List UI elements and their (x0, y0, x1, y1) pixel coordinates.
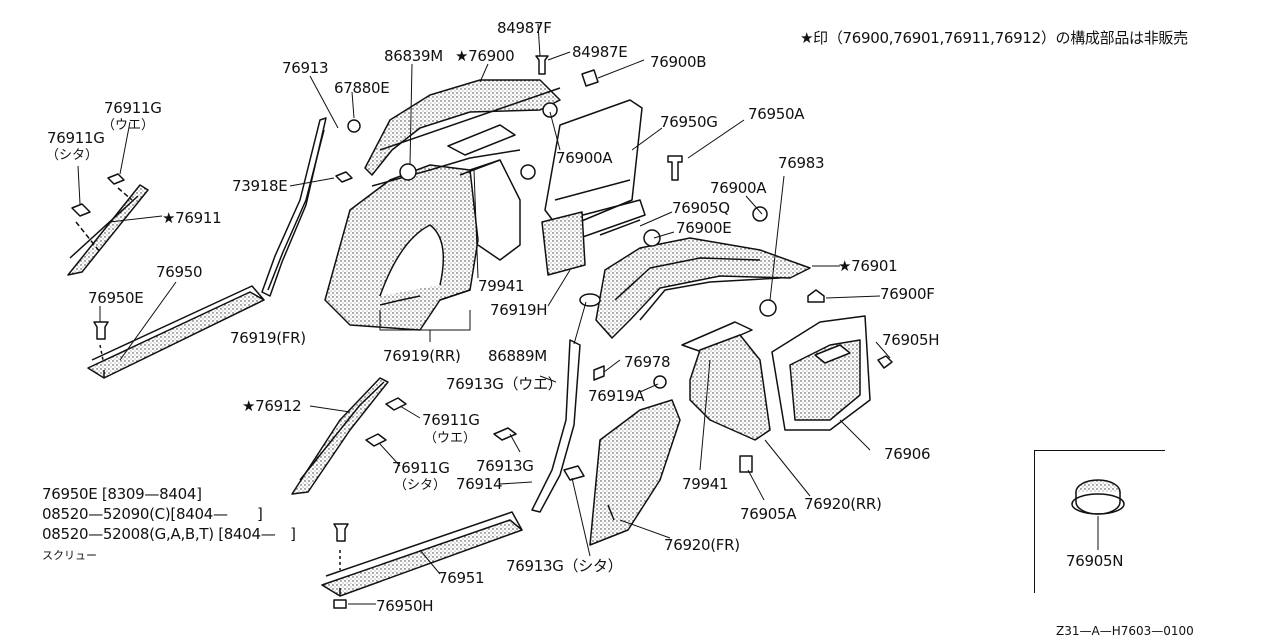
leader-lines (77, 23, 1099, 605)
panel-76919h (541, 211, 586, 276)
clip-67880e (347, 119, 361, 133)
clip-76919a (653, 375, 667, 389)
note-line-2: 08520—52090(C)[8404— ] (42, 505, 263, 523)
label-79941-top: 79941 (478, 277, 525, 295)
header-note: ★印（76900,76901,76911,76912）の構成部品は非販売 (800, 29, 1188, 47)
label-76978: 76978 (624, 353, 671, 371)
block-part (447, 124, 516, 156)
label-76911g-b-sub: （ウエ） (424, 431, 477, 446)
label-76983: 76983 (778, 154, 825, 172)
clip-76911g-top (107, 173, 125, 185)
label-76905h: 76905H (882, 331, 940, 349)
label-76919h: 76919H (490, 301, 548, 319)
label-76911g-left: 76911G (47, 129, 105, 147)
frame-76901 (595, 237, 811, 339)
bolt-84987e (535, 55, 549, 75)
clip-76900a-r (752, 206, 768, 222)
clip-76911g-bottom (71, 203, 91, 217)
label-76905n: 76905N (1066, 552, 1124, 570)
pillar-76912 (291, 377, 389, 495)
screw-76950e (93, 321, 109, 340)
pillar-76914 (531, 339, 581, 513)
label-76905q: 76905Q (672, 199, 730, 217)
label-79941-bot: 79941 (682, 475, 729, 493)
label-76900a-r: 76900A (710, 179, 767, 197)
label-76913: 76913 (282, 59, 329, 77)
clip-76978 (593, 365, 605, 381)
label-76913g-ue: 76913G（ウエ） (446, 375, 563, 393)
label-76900b: 76900B (650, 53, 707, 71)
trim-76920rr (689, 334, 771, 441)
label-76900-star: ★76900 (455, 47, 515, 65)
label-76906: 76906 (884, 445, 931, 463)
block-part-2 (681, 321, 753, 353)
note-line-4: スクリュー (42, 549, 97, 562)
clip-86839m (399, 163, 417, 181)
label-76919a: 76919A (588, 387, 645, 405)
clip-76900e (643, 229, 661, 247)
screw-08520 (333, 523, 349, 542)
label-76950: 76950 (156, 263, 203, 281)
sill-76951 (321, 519, 523, 597)
label-76911g-left-sub: （シタ） (46, 148, 99, 163)
clip-76900f (807, 289, 825, 303)
pillar-trim-76911 (67, 184, 149, 276)
label-76911g-b: 76911G (422, 411, 480, 429)
clip-76911g-c (365, 433, 387, 447)
clip-76900a-top (542, 102, 558, 118)
clip-76913g (493, 427, 517, 441)
label-76914: 76914 (456, 475, 503, 493)
label-76919fr: 76919(FR) (230, 329, 306, 347)
plate-76900b (581, 69, 599, 87)
label-84987f: 84987F (497, 19, 552, 37)
note-line-3: 08520—52008(G,A,B,T) [8404— ] (42, 525, 296, 543)
label-76950a: 76950A (748, 105, 805, 123)
clip-76913g-shita (563, 465, 585, 481)
label-76911g-c: 76911G (392, 459, 450, 477)
label-76911g-top: 76911G (104, 99, 162, 117)
label-76900a-mid: 76900A (556, 149, 613, 167)
label-76905a: 76905A (740, 505, 797, 523)
label-76913g-mid: 76913G (476, 457, 534, 475)
clip-76911g-b (385, 397, 407, 411)
label-84987e: 84987E (572, 43, 628, 61)
clip-76950h (333, 599, 347, 609)
label-76911g-top-sub: （ウエ） (102, 118, 155, 133)
label-76919rr: 76919(RR) (383, 347, 461, 365)
label-76950e: 76950E (88, 289, 144, 307)
label-76913g-shita: 76913G（シタ） (506, 557, 623, 575)
label-76920rr: 76920(RR) (804, 495, 882, 513)
label-76911-star: ★76911 (162, 209, 222, 227)
grommet-86889m (579, 293, 601, 307)
trim-76920fr (589, 399, 681, 546)
label-76950g: 76950G (660, 113, 718, 131)
label-76901-star: ★76901 (838, 257, 898, 275)
trim-76919 (324, 164, 479, 331)
label-76950h: 76950H (376, 597, 434, 615)
diagram-code: Z31—A—H7603—0100 (1056, 624, 1194, 638)
label-67880e: 67880E (334, 79, 390, 97)
clip-76905h (877, 355, 893, 369)
bolt-76950a (667, 155, 683, 181)
label-76911g-c-sub: （シタ） (394, 478, 447, 493)
label-76900e: 76900E (676, 219, 732, 237)
label-86839m: 86839M (384, 47, 443, 65)
clip-73918e (335, 171, 353, 183)
note-line-1: 76950E [8309—8404] (42, 485, 202, 503)
inset-frame (1034, 450, 1165, 593)
label-76920fr: 76920(FR) (664, 536, 740, 554)
label-76951: 76951 (438, 569, 485, 587)
clip-76900a-mid (520, 164, 536, 180)
pillar-76913 (261, 117, 327, 297)
label-76900f: 76900F (880, 285, 935, 303)
bolt-76905a (739, 455, 753, 473)
clip-76983 (759, 299, 777, 317)
label-86889m: 86889M (488, 347, 547, 365)
label-73918e: 73918E (232, 177, 288, 195)
label-76912-star: ★76912 (242, 397, 302, 415)
